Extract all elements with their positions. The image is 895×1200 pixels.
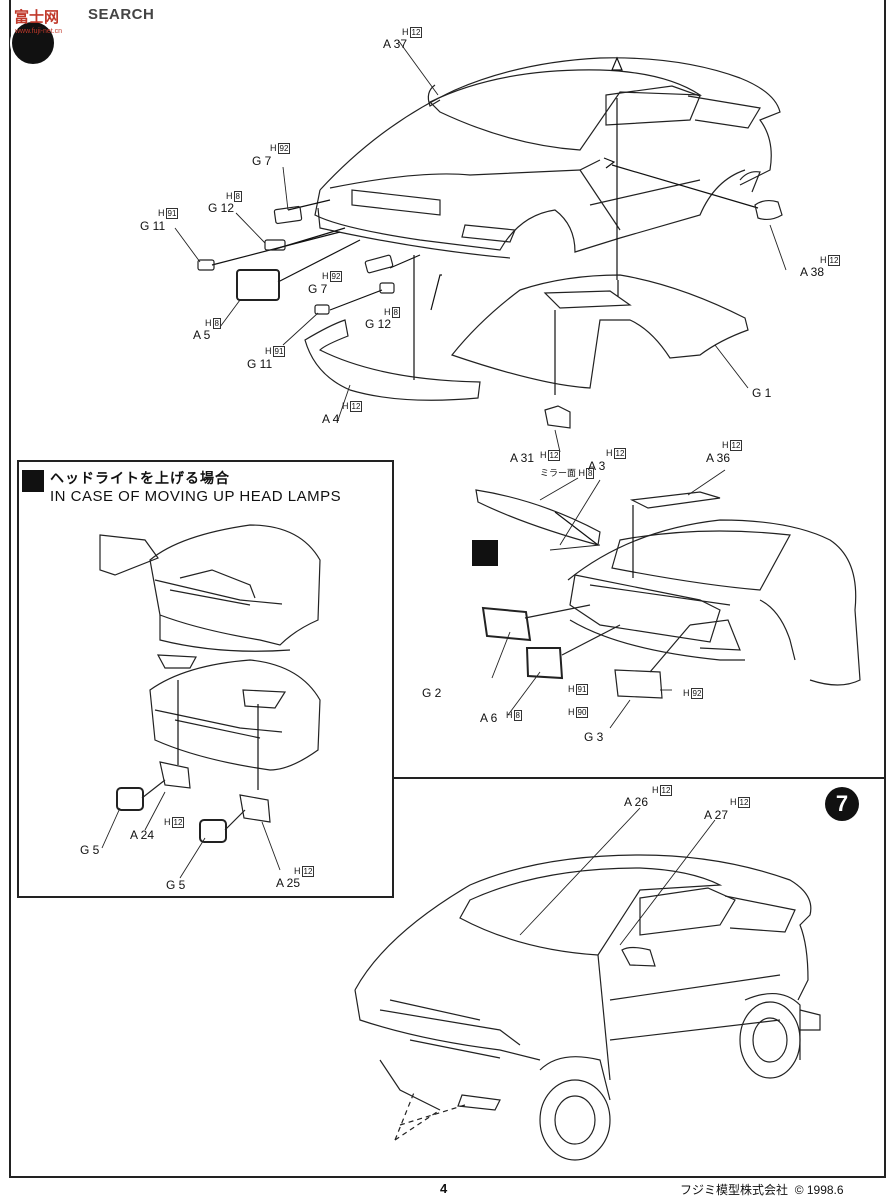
part-label-g12-b: G 12: [365, 317, 392, 331]
part-label-a24: A 24: [130, 828, 155, 842]
watermark-brand: 富士网: [14, 9, 60, 26]
part-label-a27: A 27: [704, 808, 729, 822]
inset-heading-en: IN CASE OF MOVING UP HEAD LAMPS: [50, 488, 342, 505]
watermark-logo: 富士网 SEARCH www.fuji-net.cn: [0, 0, 170, 66]
part-label-g12: G 12: [208, 201, 235, 215]
step-divider: [394, 777, 885, 779]
page-number: 4: [440, 1181, 448, 1196]
page-frame-right: [884, 0, 886, 1177]
part-label-a37: A 37: [383, 37, 408, 51]
part-label-a25: A 25: [276, 876, 301, 890]
inset-head-lamp-box: [17, 460, 394, 898]
part-label-a31: A 31: [510, 451, 535, 465]
part-label-a6: A 6: [480, 711, 498, 725]
assembly-arrows-top: [211, 56, 759, 395]
part-label-a4: A 4: [322, 412, 340, 426]
part-label-a26: A 26: [624, 795, 649, 809]
part-label-g5-b: G 5: [166, 878, 186, 892]
part-label-a36: A 36: [706, 451, 731, 465]
inset-headlamp-drawings: [99, 524, 321, 843]
roof-panel-g1-illustration: [450, 274, 749, 389]
footer-company: フジミ模型株式会社 © 1998.6: [680, 1183, 844, 1197]
part-label-g2: G 2: [422, 686, 442, 700]
page-frame-left: [9, 0, 11, 1177]
part-label-g7: G 7: [252, 154, 272, 168]
part-label-g3: G 3: [584, 730, 604, 744]
step-number-badge: 7: [825, 787, 859, 821]
car-front-view-illustration: [314, 57, 781, 259]
part-label-g1: G 1: [752, 386, 772, 400]
part-label-g11-b: G 11: [247, 357, 273, 371]
car-step7-illustration: [354, 854, 821, 1161]
part-label-a5: A 5: [193, 328, 211, 342]
watermark-sub: www.fuji-net.cn: [15, 28, 63, 35]
inset-heading-jp: ヘッドライトを上げる場合: [50, 470, 230, 486]
page-frame-bottom: [9, 1176, 886, 1178]
car-rear-view-illustration: [567, 519, 861, 686]
watermark-search: SEARCH: [88, 6, 155, 23]
part-label-g11: G 11: [140, 219, 166, 233]
part-label-a3: A 3: [588, 459, 606, 473]
part-label-a38: A 38: [800, 265, 825, 279]
part-label-g5: G 5: [80, 843, 100, 857]
logo-badge-icon: [10, 20, 56, 66]
leader-lines: [101, 39, 787, 946]
arrow-direction-icon: [22, 470, 44, 492]
arrow-direction-icon: [472, 540, 498, 566]
part-label-g7-b: G 7: [308, 282, 328, 296]
